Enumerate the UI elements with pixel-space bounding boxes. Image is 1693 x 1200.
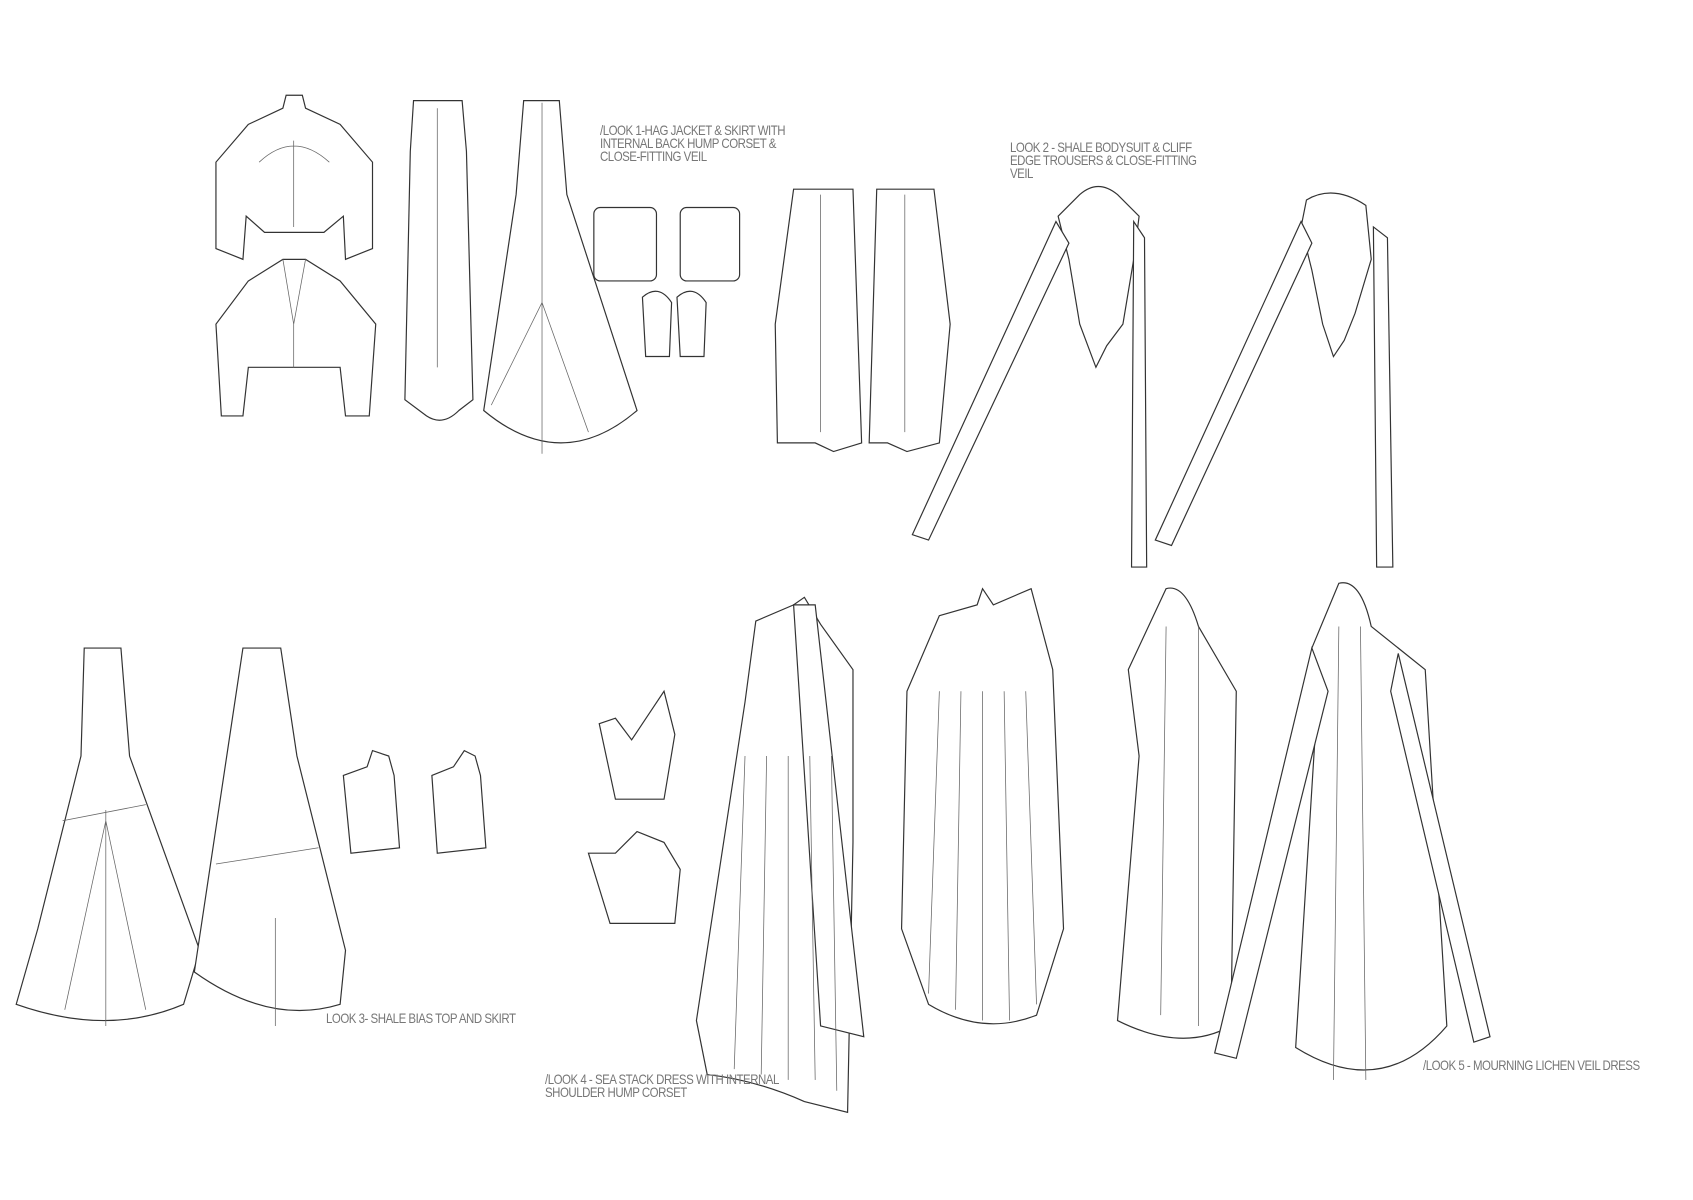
look1-jacket-back: [215, 94, 374, 261]
look2-label: LOOK 2 - SHALE BODYSUIT & CLIFF EDGE TRO…: [1010, 139, 1197, 181]
look1-jacket-front: [215, 258, 377, 417]
look3-skirt-back: [193, 647, 347, 1026]
look1-corset: [593, 206, 741, 358]
look5-label: /LOOK 5 - MOURNING LICHEN VEIL DRESS: [1423, 1057, 1640, 1073]
look5-dress-front: [1116, 587, 1237, 1039]
look2-trousers: [774, 188, 951, 453]
look5-dress-back: [1213, 582, 1491, 1080]
look4-corset: [587, 689, 681, 924]
look2-bodysuit-front: [911, 185, 1148, 568]
look3-label: LOOK 3- SHALE BIAS TOP AND SKIRT: [326, 1010, 516, 1026]
look4-dress-front: [695, 596, 865, 1114]
look1-skirt-back: [483, 100, 638, 454]
look1-label: /LOOK 1-HAG JACKET & SKIRT WITH INTERNAL…: [600, 122, 786, 164]
look1-skirt-front: [404, 100, 474, 421]
look2-bodysuit-back: [1154, 192, 1394, 568]
look3-top: [342, 749, 487, 854]
look3-skirt-front: [15, 647, 201, 1026]
look4-label: /LOOK 4 - SEA STACK DRESS WITH INTERNAL …: [545, 1071, 779, 1100]
look4-dress-back: [900, 587, 1065, 1025]
